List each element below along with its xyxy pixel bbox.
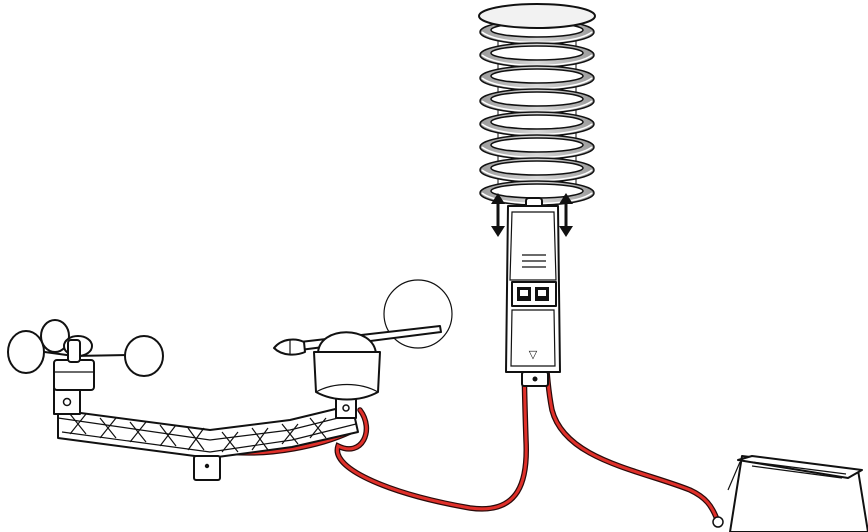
shield-plate	[479, 42, 595, 68]
cable-group	[69, 287, 721, 525]
mounting-arm-icon	[53, 387, 359, 481]
double-arrow-icon	[491, 193, 505, 237]
rain-gauge-cable	[540, 287, 721, 525]
wind-vane-icon	[273, 279, 453, 401]
shield-plate	[479, 157, 595, 183]
shield-plate	[479, 134, 595, 160]
sensor-transmitter-icon: ▽	[505, 197, 561, 387]
radiation-shield-icon	[478, 3, 596, 206]
shield-plate	[479, 65, 595, 91]
shield-plate	[479, 88, 595, 114]
shield-plate	[479, 111, 595, 137]
double-arrow-icon	[559, 193, 573, 237]
transmitter-symbol: ▽	[529, 348, 538, 361]
rain-gauge-icon	[712, 455, 868, 532]
rain-gauge-cable-core	[541, 288, 720, 524]
mount-arrows	[491, 193, 573, 237]
anemometer-icon	[7, 319, 164, 391]
shield-plates	[479, 19, 595, 206]
vane-cable	[334, 287, 530, 512]
